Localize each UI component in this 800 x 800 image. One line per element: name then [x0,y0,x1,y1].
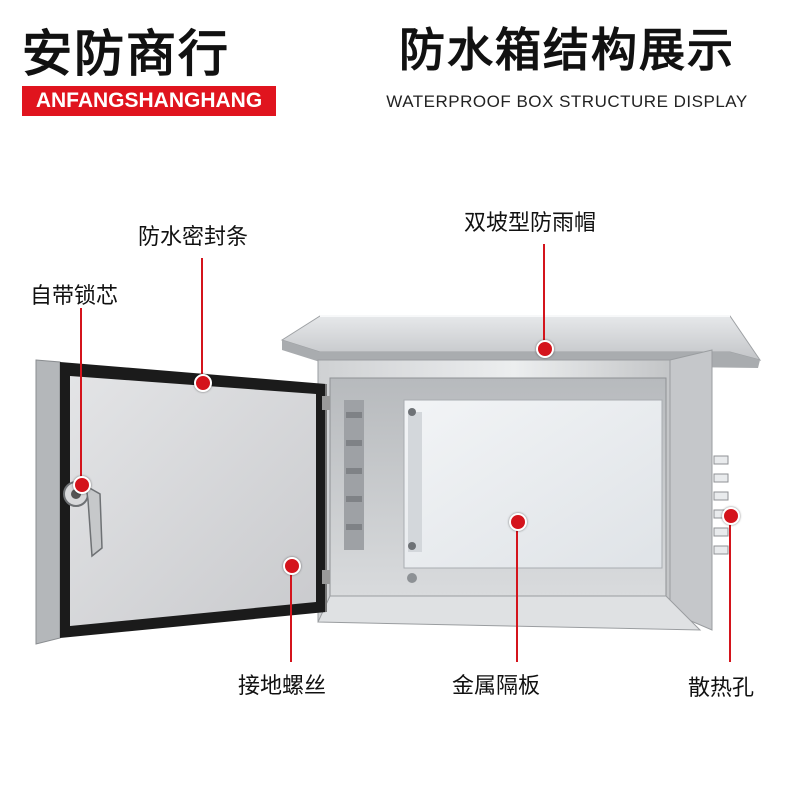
page-title: 防水箱结构展示 [399,23,735,77]
vent-holes-leader [729,518,731,662]
ground-screw-label: 接地螺丝 [238,674,327,699]
vent-holes-dot [722,507,740,525]
metal-plate-dot [509,513,527,531]
ground-screw-leader [290,568,292,662]
seal-strip-label: 防水密封条 [138,225,249,250]
brand-name: 安防商行 [22,25,230,83]
door [35,359,330,645]
lock-label: 自带锁芯 [30,284,119,309]
seal-strip-leader [201,258,203,380]
rain-cap-leader [543,244,545,346]
ground-screw-dot [283,557,301,575]
metal-plate [403,399,663,583]
seal-strip-dot [194,374,212,392]
vent-holes [713,455,729,555]
rain-cap-dot [536,340,554,358]
vent-holes-label: 散热孔 [688,676,755,701]
metal-plate-leader [516,524,518,662]
metal-plate-label: 金属隔板 [452,674,541,699]
rain-cap-label: 双坡型防雨帽 [464,211,597,236]
lock-dot [73,476,91,494]
page-subtitle: WATERPROOF BOX STRUCTURE DISPLAY [386,92,748,111]
lock-leader [80,308,82,482]
brand-name-english: ANFANGSHANGHANG [22,86,276,116]
